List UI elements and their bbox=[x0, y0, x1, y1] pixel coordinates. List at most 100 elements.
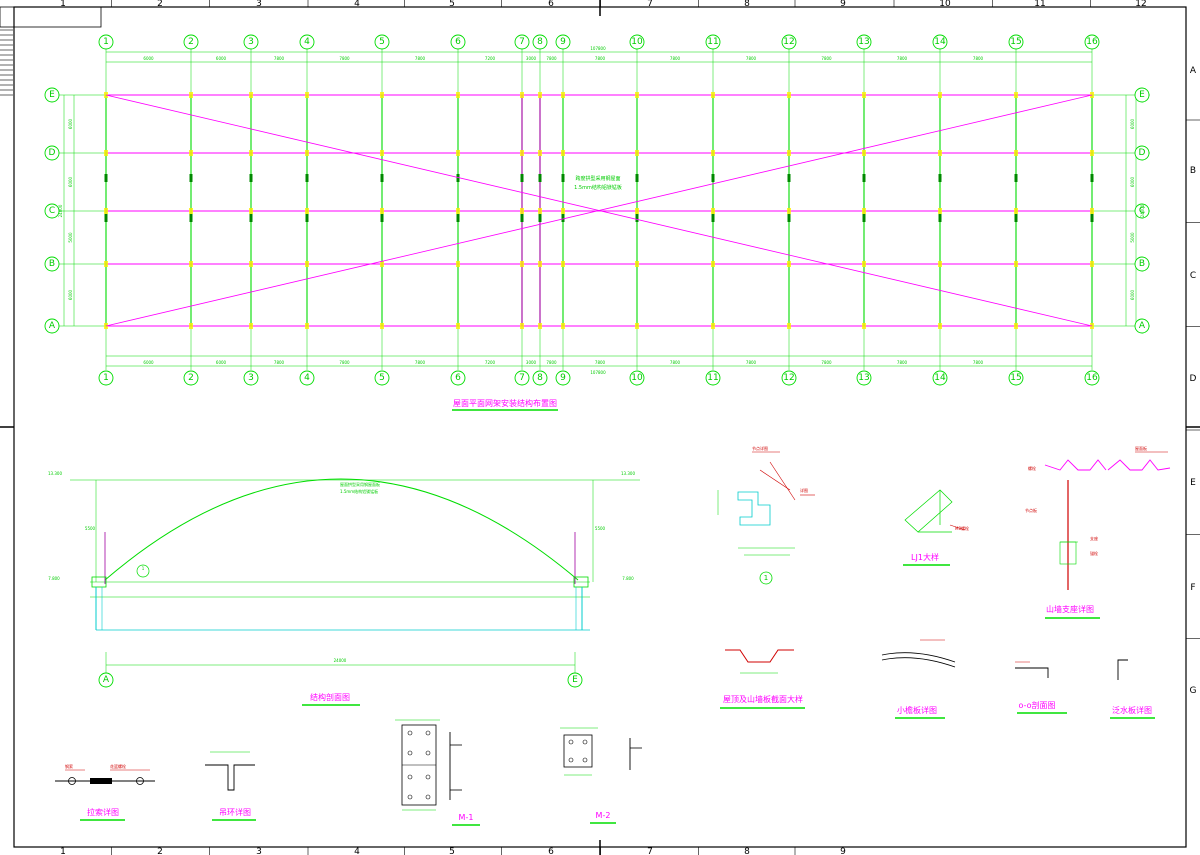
ruler-bottom-4: 4 bbox=[354, 847, 360, 855]
structure-section: 13.300 13.300 屋面拱型采用钢屋面板 1.5mm结构铝镁锰板 550… bbox=[48, 471, 640, 706]
plan-col-bubble-top-12-circle bbox=[781, 34, 797, 50]
plan-row-bubble-left-E-circle bbox=[44, 87, 60, 103]
svg-text:节点板: 节点板 bbox=[1025, 507, 1037, 513]
plan-left-overall: 24000 bbox=[58, 204, 63, 217]
plan-col-bubble-bottom-8-circle bbox=[532, 370, 548, 386]
section-span: 24000 bbox=[334, 658, 347, 663]
ruler-bottom-9: 9 bbox=[840, 847, 846, 855]
plan-left-dim: 6000 bbox=[68, 289, 73, 300]
ruler-right-C: C bbox=[1190, 271, 1196, 281]
plan-bracing-diagonals bbox=[105, 94, 1093, 327]
plan-top-dim: 7800 bbox=[670, 56, 681, 61]
plan-col-bubble-bottom-2-circle bbox=[183, 370, 199, 386]
svg-text:详图: 详图 bbox=[800, 487, 808, 493]
detail-oo-section: o-o剖面图 bbox=[1015, 661, 1067, 714]
plan-col-bubble-top-16-circle bbox=[1084, 34, 1100, 50]
plan-col-bubble-top-6-circle bbox=[450, 34, 466, 50]
plan-row-bubble-left-A-circle bbox=[44, 318, 60, 334]
plan-row-bubble-right-D: D bbox=[1139, 148, 1146, 158]
m2-title: M-2 bbox=[596, 811, 611, 820]
section-axis-right: E bbox=[572, 675, 578, 685]
plan-col-bubble-bottom-12-circle bbox=[781, 370, 797, 386]
plan-column-lines bbox=[104, 48, 1094, 370]
plan-col-bubble-bottom-14-circle bbox=[932, 370, 948, 386]
plan-row-bubble-left-C: C bbox=[49, 206, 55, 216]
plan-col-bubble-bottom-5-circle bbox=[374, 370, 390, 386]
plan-col-bubble-bottom-15-circle bbox=[1008, 370, 1024, 386]
svg-text:锚栓: 锚栓 bbox=[1090, 550, 1098, 556]
ruler-top-9: 9 bbox=[840, 0, 846, 9]
detail-tie-rod: 钢索 花篮螺栓 拉索详图 bbox=[55, 763, 155, 821]
plan-col-bubble-top-12: 12 bbox=[783, 37, 794, 47]
m1-bolt-holes bbox=[407, 730, 431, 800]
ruler-right-G: G bbox=[1190, 686, 1197, 696]
plan-col-bubble-bottom-1: 1 bbox=[103, 373, 109, 383]
section-elev-top-right: 13.300 bbox=[621, 471, 635, 476]
plan-col-bubble-top-6: 6 bbox=[455, 37, 461, 47]
plan-right-dim: 5000 bbox=[1130, 232, 1135, 243]
plan-row-bubble-right-B: B bbox=[1139, 259, 1145, 269]
plan-col-bubble-bottom-11: 11 bbox=[707, 373, 718, 383]
lj1-title: LJ1大样 bbox=[911, 552, 939, 562]
ruler-top-6: 6 bbox=[548, 0, 554, 9]
ruler-right-E: E bbox=[1190, 478, 1196, 488]
detail-node-1: 节点详图 详图 1 bbox=[717, 445, 815, 585]
plan-col-bubble-bottom-1-circle bbox=[98, 370, 114, 386]
plan-top-dim: 7800 bbox=[339, 56, 350, 61]
plan-col-bubble-bottom-4: 4 bbox=[304, 373, 310, 383]
plan-col-bubble-bottom-4-circle bbox=[299, 370, 315, 386]
plan-col-bubble-top-9-circle bbox=[555, 34, 571, 50]
plan-col-bubble-bottom-13-circle bbox=[856, 370, 872, 386]
plan-top-dim: 7800 bbox=[415, 56, 426, 61]
plan-title: 屋面平面网架安装结构布置图 bbox=[453, 398, 557, 408]
plan-bottom-dim: 7800 bbox=[595, 360, 606, 365]
plan-top-dim: 6000 bbox=[143, 56, 154, 61]
plan-col-bubble-bottom-11-circle bbox=[705, 370, 721, 386]
tie-title: 拉索详图 bbox=[87, 807, 119, 817]
plan-col-bubble-top-3: 3 bbox=[248, 37, 254, 47]
plan-right-dim: 6000 bbox=[1130, 176, 1135, 187]
plan-axis-bubbles: 1122334455667788991010111112121313141415… bbox=[44, 34, 1150, 386]
plan-bottom-dim: 3000 bbox=[526, 360, 537, 365]
plan-bottom-dim: 6000 bbox=[143, 360, 154, 365]
plan-row-bubble-left-A: A bbox=[49, 321, 56, 331]
plan-col-bubble-top-15-circle bbox=[1008, 34, 1024, 50]
plan-col-bubble-top-5-circle bbox=[374, 34, 390, 50]
m2-bolt-holes bbox=[568, 739, 588, 763]
svg-text:花篮螺栓: 花篮螺栓 bbox=[110, 763, 126, 769]
plan-col-bubble-bottom-3-circle bbox=[243, 370, 259, 386]
ruler-right-F: F bbox=[1190, 583, 1195, 593]
plan-row-bubble-right-A-circle bbox=[1134, 318, 1150, 334]
ruler-top-12: 12 bbox=[1135, 0, 1146, 9]
section-elev-top-left: 13.300 bbox=[48, 471, 62, 476]
plan-row-bubble-right-E: E bbox=[1139, 90, 1145, 100]
plan-top-dim: 3000 bbox=[526, 56, 537, 61]
ruler-right-D: D bbox=[1190, 374, 1197, 384]
roof-section-title: 屋顶及山墙板截面大样 bbox=[723, 694, 803, 704]
plan-col-bubble-top-4-circle bbox=[299, 34, 315, 50]
ruler-top-8: 8 bbox=[744, 0, 750, 9]
plan-col-bubble-top-14-circle bbox=[932, 34, 948, 50]
plan-row-bubble-right-C: C bbox=[1139, 206, 1145, 216]
left-margin-stripes bbox=[0, 29, 13, 96]
gable-title: 山墙支座详图 bbox=[1046, 604, 1094, 614]
m1-title: M-1 bbox=[459, 813, 474, 822]
section-axis-left: A bbox=[103, 675, 110, 685]
plan-overall-bottom: 107800 bbox=[590, 370, 606, 375]
section-marker: 1 bbox=[142, 566, 145, 571]
plan-row-bubble-right-D-circle bbox=[1134, 145, 1150, 161]
plan-col-bubble-bottom-7-circle bbox=[514, 370, 530, 386]
section-elev-left: 7.800 bbox=[48, 576, 60, 581]
plan-col-bubble-top-13: 13 bbox=[858, 37, 869, 47]
plan-col-bubble-bottom-6: 6 bbox=[455, 373, 461, 383]
ruler-bottom-8: 8 bbox=[744, 847, 750, 855]
plan-bottom-dim: 7200 bbox=[485, 360, 496, 365]
plan-col-bubble-top-2-circle bbox=[183, 34, 199, 50]
plan-col-bubble-top-8-circle bbox=[532, 34, 548, 50]
plan-col-bubble-bottom-5: 5 bbox=[379, 373, 385, 383]
plan-col-bubble-bottom-9-circle bbox=[555, 370, 571, 386]
plan-bottom-dim: 7800 bbox=[546, 360, 557, 365]
plan-bottom-dim: 7800 bbox=[746, 360, 757, 365]
